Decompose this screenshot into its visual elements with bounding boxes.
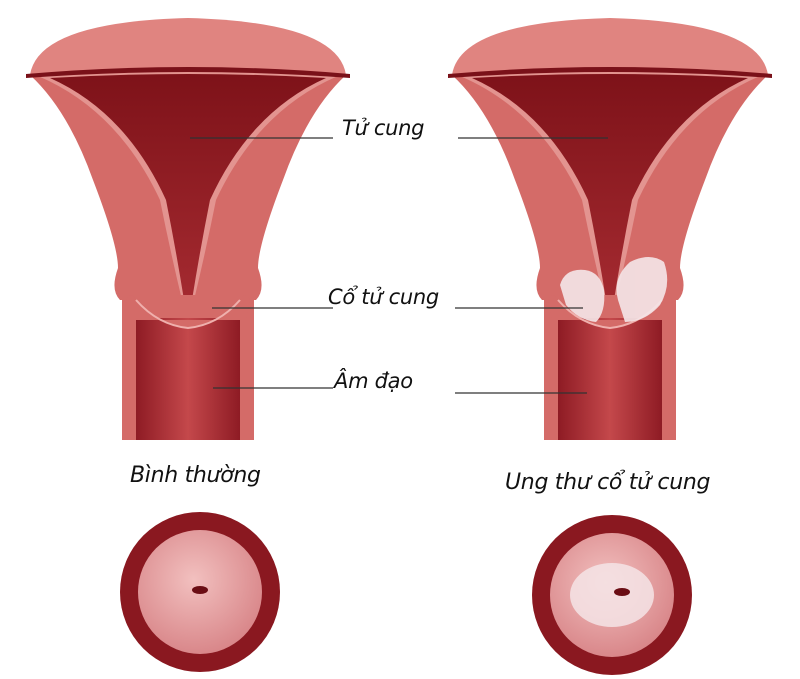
cancer-lesion (560, 257, 668, 322)
cancer-cervix-view (532, 515, 692, 675)
caption-cancer: Ung thư cổ tử cung (505, 470, 711, 495)
leader-lines (190, 137, 608, 394)
label-vagina: Âm đạo (334, 369, 413, 393)
cancer-uterus (447, 17, 773, 441)
normal-uterus (25, 17, 351, 441)
label-uterus: Tử cung (342, 116, 425, 140)
label-cervix: Cổ tử cung (328, 285, 439, 309)
normal-cervix-view (120, 512, 280, 672)
caption-normal: Bình thường (130, 463, 261, 488)
